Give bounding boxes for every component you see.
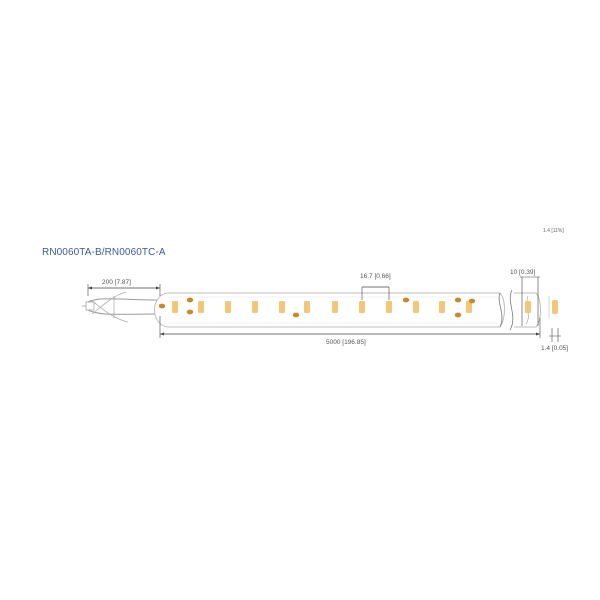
resistor [402,297,410,303]
resistors [158,297,476,318]
led-chip [225,301,231,313]
resistor [292,312,300,318]
led-chip [172,301,178,313]
resistor [186,297,194,303]
lead-length-label: 200 [7.87] [102,279,131,286]
strip-tube [154,289,541,331]
dim-led-pitch: 16.7 [0.66] [360,273,391,300]
lead-wire [82,291,161,323]
led-chip [439,301,445,313]
dim-thickness: 1.4 [0.05] [541,328,568,352]
thickness-label: 1.4 [0.05] [541,345,568,352]
strip-cross-section [548,296,558,318]
strip-width-label: 10 [0.39] [510,269,535,276]
resistor [158,303,166,309]
led-chip [466,301,472,313]
dim-strip-width: 10 [0.39] [510,269,540,326]
corner-label: 1.4 [11%] [543,228,564,234]
dim-strip-length: 5000 [196.85] [159,316,541,346]
led-chips [172,301,531,313]
led-chip [304,301,310,313]
led-chip [413,301,419,313]
resistor [454,297,462,303]
resistor [454,312,462,318]
led-chip [386,301,392,313]
led-chip [252,301,258,313]
led-chip [525,301,531,313]
dim-lead-length: 200 [7.87] [87,279,161,296]
strip-length-label: 5000 [196.85] [326,339,366,346]
led-chip [332,301,338,313]
led-chip [359,301,365,313]
led-chip [279,301,285,313]
led-pitch-label: 16.7 [0.66] [360,273,391,280]
led-chip [198,301,204,313]
product-title: RN0060TA-B/RN0060TC-A [42,247,166,258]
resistor [186,309,194,315]
resistor [468,298,476,304]
